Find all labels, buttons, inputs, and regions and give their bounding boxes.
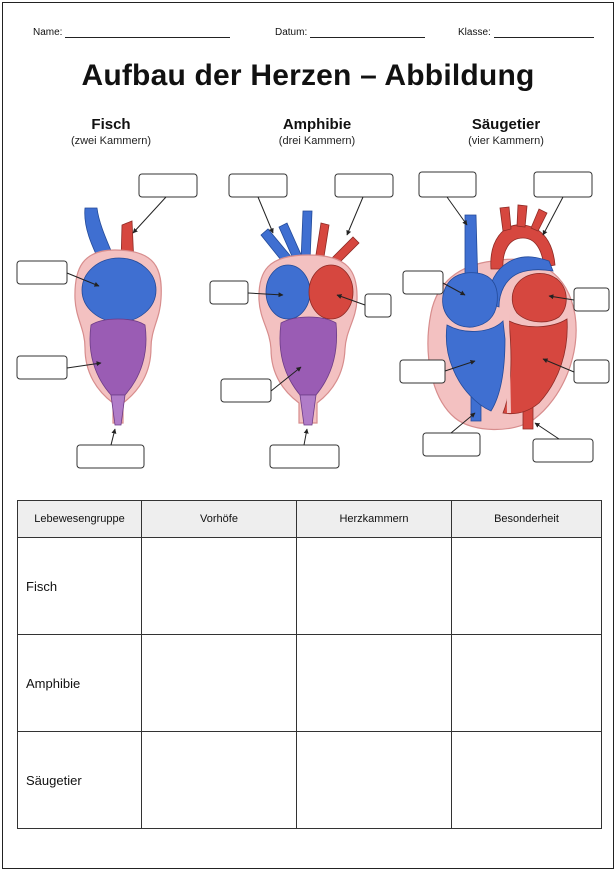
mammal-subtitle: (vier Kammern) xyxy=(468,135,544,147)
amphibian-right-atrium xyxy=(265,264,311,320)
mammal-right-atrium xyxy=(442,272,498,328)
leader-line xyxy=(542,196,564,236)
leader-lines xyxy=(66,196,575,446)
amphibian-left-atrium xyxy=(308,264,354,320)
mammal-heart xyxy=(427,204,577,431)
label-box[interactable] xyxy=(573,287,610,312)
page-title: Aufbau der Herzen – Abbildung xyxy=(81,59,535,92)
class-field[interactable]: Klasse: xyxy=(458,27,594,38)
leader-line xyxy=(66,272,100,287)
col-header-group: Lebewesengruppe xyxy=(17,500,142,538)
label-box[interactable] xyxy=(422,432,481,457)
label-box[interactable] xyxy=(532,438,594,463)
table-row: Amphibie xyxy=(17,634,602,732)
table-row: Fisch xyxy=(17,537,602,635)
mammal-right-ventricle xyxy=(445,320,506,412)
col-header-ventricles: Herzkammern xyxy=(296,500,452,538)
answer-cell[interactable] xyxy=(141,634,297,732)
answer-cell[interactable] xyxy=(451,634,602,732)
class-line[interactable] xyxy=(493,27,594,38)
mammal-left-atrium xyxy=(511,273,567,323)
table-header-row: Lebewesengruppe Vorhöfe Herzkammern Beso… xyxy=(17,500,602,538)
mammal-pulmonary-artery xyxy=(486,256,554,308)
name-label: Name: xyxy=(33,27,63,38)
answer-cell[interactable] xyxy=(451,731,602,829)
mammal-aorta-branch-2 xyxy=(516,204,528,228)
heart-diagrams xyxy=(16,171,610,469)
label-box[interactable] xyxy=(269,444,340,469)
fish-title: Fisch xyxy=(91,116,131,133)
amphibian-vessel-3 xyxy=(300,210,313,262)
label-box[interactable] xyxy=(138,173,198,198)
leader-line xyxy=(444,360,476,372)
fish-subtitle: (zwei Kammern) xyxy=(70,135,152,147)
name-line[interactable] xyxy=(65,27,231,38)
mammal-septum xyxy=(505,312,511,414)
label-box[interactable] xyxy=(334,173,394,198)
mammal-aorta-branch-1 xyxy=(499,206,512,232)
label-box[interactable] xyxy=(209,280,249,305)
leader-line xyxy=(132,196,167,234)
answer-cell[interactable] xyxy=(451,537,602,635)
leader-line xyxy=(542,358,575,373)
leader-line xyxy=(548,294,575,301)
mammal-heading: Säugetier (vier Kammern) xyxy=(426,116,586,147)
label-box[interactable] xyxy=(418,171,477,198)
date-field[interactable]: Datum: xyxy=(275,27,426,38)
answer-cell[interactable] xyxy=(296,731,452,829)
leader-line xyxy=(442,282,466,296)
leader-line xyxy=(303,428,309,446)
label-boxes xyxy=(16,171,610,469)
mammal-title: Säugetier xyxy=(471,116,541,133)
col-header-atria: Vorhöfe xyxy=(141,500,297,538)
leader-line xyxy=(346,196,364,236)
label-box[interactable] xyxy=(16,260,68,285)
col-header-special: Besonderheit xyxy=(451,500,602,538)
leader-line xyxy=(257,196,274,234)
amphibian-apex xyxy=(299,394,317,426)
row-label-mammal: Säugetier xyxy=(17,731,142,829)
label-box[interactable] xyxy=(573,359,610,384)
leader-line xyxy=(336,294,366,306)
label-box[interactable] xyxy=(16,355,68,380)
leader-line xyxy=(446,196,468,226)
label-box[interactable] xyxy=(399,359,446,384)
amphibian-title: Amphibie xyxy=(282,116,352,133)
fish-heart xyxy=(74,207,162,426)
mammal-left-ventricle xyxy=(502,318,568,415)
label-box[interactable] xyxy=(364,293,392,318)
mammal-aorta-branch-3 xyxy=(530,208,548,232)
leader-line xyxy=(450,412,476,434)
amphibian-heading: Amphibie (drei Kammern) xyxy=(237,116,397,147)
class-label: Klasse: xyxy=(458,27,491,38)
leader-line xyxy=(247,292,284,298)
amphibian-subtitle: (drei Kammern) xyxy=(278,135,356,147)
table-row: Säugetier xyxy=(17,731,602,829)
label-box[interactable] xyxy=(76,444,145,469)
fish-heading: Fisch (zwei Kammern) xyxy=(31,116,191,147)
label-box[interactable] xyxy=(402,270,444,295)
answer-cell[interactable] xyxy=(296,634,452,732)
fish-bulbus xyxy=(110,394,126,426)
answer-cell[interactable] xyxy=(296,537,452,635)
leader-line xyxy=(110,428,117,446)
answer-cell[interactable] xyxy=(141,537,297,635)
comparison-table: Lebewesengruppe Vorhöfe Herzkammern Beso… xyxy=(17,500,602,829)
answer-cell[interactable] xyxy=(141,731,297,829)
leader-line xyxy=(270,366,302,392)
name-field[interactable]: Name: xyxy=(33,27,231,38)
label-box[interactable] xyxy=(220,378,272,403)
leader-line xyxy=(66,361,102,369)
amphibian-heart xyxy=(258,210,360,426)
row-label-fish: Fisch xyxy=(17,537,142,635)
label-box[interactable] xyxy=(533,171,593,198)
date-line[interactable] xyxy=(310,27,426,38)
row-label-amphibian: Amphibie xyxy=(17,634,142,732)
date-label: Datum: xyxy=(275,27,308,38)
leader-line xyxy=(534,422,560,440)
amphibian-ventricle xyxy=(279,316,337,396)
fish-atrium xyxy=(81,257,157,323)
label-box[interactable] xyxy=(228,173,288,198)
